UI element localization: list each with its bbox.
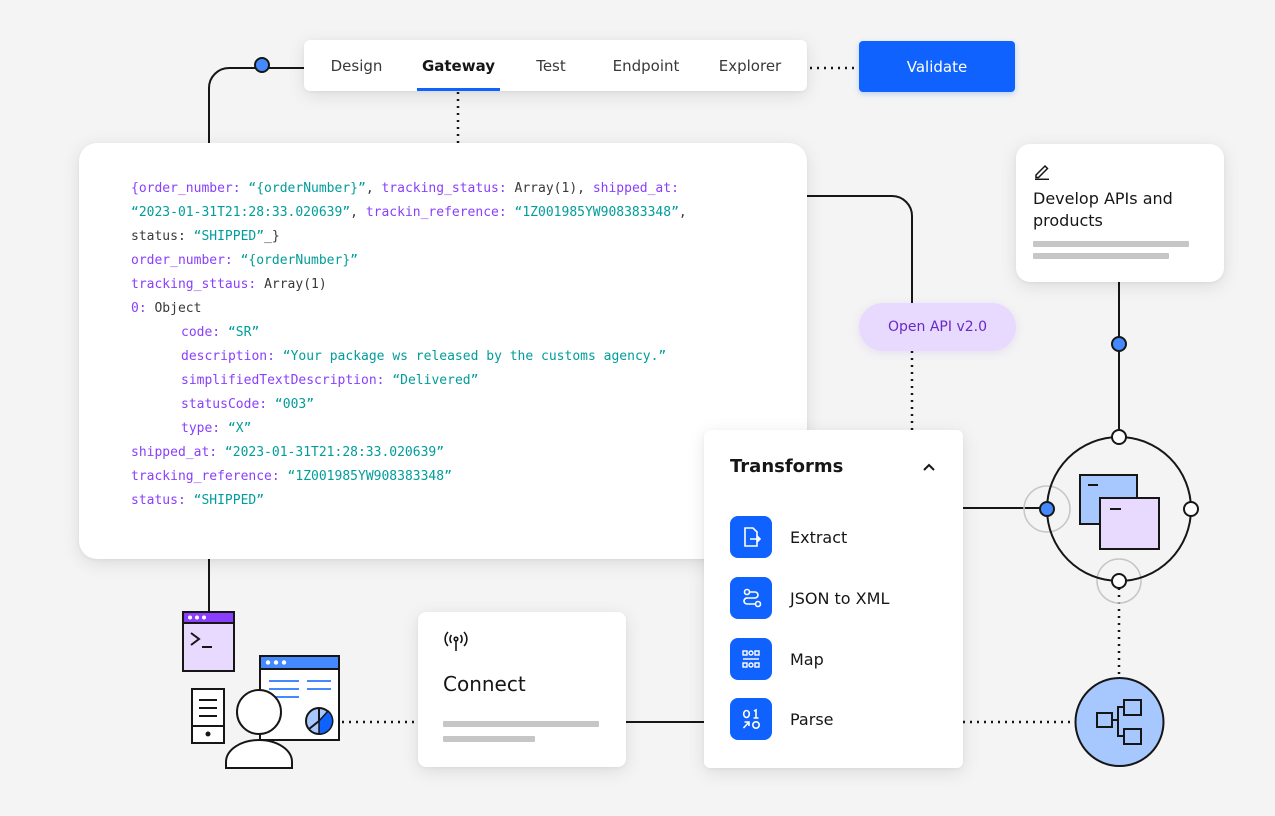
antenna-icon xyxy=(444,631,468,651)
tab-explorer[interactable]: Explorer xyxy=(718,56,782,75)
code-card: {order_number: “{orderNumber}”, tracking… xyxy=(79,143,807,559)
transform-label: JSON to XML xyxy=(790,589,890,608)
stacked-windows-icon xyxy=(1079,474,1160,550)
parse-icon xyxy=(730,698,772,740)
code-value: “Delivered” xyxy=(392,373,479,388)
code-value: “SHIPPED” xyxy=(193,493,265,508)
code-value: “2023-01-31T21:28:33.020639” xyxy=(131,205,351,220)
code-key: tracking_reference: xyxy=(131,469,288,484)
code-key: code: xyxy=(181,325,228,340)
code-value: “Your package ws released by the customs… xyxy=(282,349,667,364)
placeholder-bar xyxy=(443,736,535,742)
tab-design[interactable]: Design xyxy=(330,56,383,75)
chevron-up-icon xyxy=(923,463,935,471)
transform-item-map[interactable]: Map xyxy=(730,638,940,682)
code-value: “X” xyxy=(227,421,252,436)
code-line: shipped_at: “2023-01-31T21:28:33.020639” xyxy=(131,445,444,460)
collapse-button[interactable] xyxy=(916,454,942,480)
map-icon xyxy=(730,638,772,680)
code-key: {order_number: xyxy=(131,181,249,196)
transform-label: Parse xyxy=(790,710,834,729)
transform-label: Map xyxy=(790,650,824,669)
code-key: , xyxy=(350,205,366,220)
code-line: code: “SR” xyxy=(181,325,259,340)
validate-button[interactable]: Validate xyxy=(859,41,1015,92)
connect-title: Connect xyxy=(443,672,526,696)
code-line: status: “SHIPPED” xyxy=(131,493,264,508)
code-value: “SR” xyxy=(227,325,260,340)
develop-title: Develop APIs and products xyxy=(1033,189,1173,230)
transform-item-extract[interactable]: Extract xyxy=(730,516,940,560)
transform-item-json-to-xml[interactable]: JSON to XML xyxy=(730,577,940,621)
code-key: shipped_at: xyxy=(131,445,225,460)
code-key: statusCode: xyxy=(181,397,275,412)
code-value: “{orderNumber}” xyxy=(240,253,358,268)
placeholder-bar xyxy=(1033,241,1189,247)
transform-item-parse[interactable]: Parse xyxy=(730,698,940,742)
code-value: “2023-01-31T21:28:33.020639” xyxy=(224,445,445,460)
code-value: “SHIPPED” xyxy=(193,229,265,244)
server-icon xyxy=(191,688,225,744)
code-key: tracking_status: xyxy=(381,181,515,196)
transforms-title: Transforms xyxy=(730,456,844,477)
code-value: “1Z001985YW908383348” xyxy=(514,205,679,220)
transforms-panel: Transforms Extract JSON to XML xyxy=(704,430,963,768)
code-key: type: xyxy=(181,421,228,436)
code-key: _} xyxy=(264,229,280,244)
code-line: {order_number: “{orderNumber}”, tracking… xyxy=(131,181,679,196)
code-line: “2023-01-31T21:28:33.020639”, trackin_re… xyxy=(131,205,687,220)
code-key: description: xyxy=(181,349,283,364)
code-key: trackin_reference: xyxy=(365,205,515,220)
placeholder-bar xyxy=(443,721,599,727)
code-line: type: “X” xyxy=(181,421,251,436)
hierarchy-icon xyxy=(1074,677,1165,767)
transform-label: Extract xyxy=(790,528,848,547)
code-line: simplifiedTextDescription: “Delivered” xyxy=(181,373,478,388)
code-key: shipped_at: xyxy=(592,181,679,196)
tab-endpoint[interactable]: Endpoint xyxy=(612,56,680,75)
tab-gateway[interactable]: Gateway xyxy=(417,40,500,91)
develop-card[interactable]: Develop APIs and products xyxy=(1016,144,1224,282)
json-to-xml-icon xyxy=(730,577,772,619)
code-line: description: “Your package ws released b… xyxy=(181,349,666,364)
extract-icon xyxy=(730,516,772,558)
code-line: tracking_sttaus: Array(1) xyxy=(131,277,327,292)
code-key: order_number: xyxy=(131,253,241,268)
code-key: tracking_sttaus: xyxy=(131,277,265,292)
code-line: order_number: “{orderNumber}” xyxy=(131,253,358,268)
pencil-icon xyxy=(1035,164,1049,180)
terminal-window-icon xyxy=(182,611,235,672)
user-icon xyxy=(225,689,293,769)
code-key: simplifiedTextDescription: xyxy=(181,373,393,388)
tab-bar: Design Gateway Test Endpoint Explorer xyxy=(304,40,807,91)
code-key: status: xyxy=(131,493,194,508)
placeholder-bar xyxy=(1033,253,1169,259)
code-value: “{orderNumber}” xyxy=(248,181,366,196)
code-line: tracking_reference: “1Z001985YW908383348… xyxy=(131,469,452,484)
openapi-badge[interactable]: Open API v2.0 xyxy=(859,303,1016,351)
code-key: Object xyxy=(154,301,202,316)
code-key: , xyxy=(678,205,687,220)
code-line: status: “SHIPPED”_} xyxy=(131,229,280,244)
code-value: “1Z001985YW908383348” xyxy=(287,469,452,484)
code-key: Array(1) xyxy=(264,277,327,292)
connect-card[interactable]: Connect xyxy=(418,612,626,767)
code-key: status: xyxy=(131,229,194,244)
code-key: , xyxy=(365,181,382,196)
code-key: Array(1), xyxy=(514,181,593,196)
code-value: “003” xyxy=(274,397,315,412)
code-line: statusCode: “003” xyxy=(181,397,314,412)
tab-test[interactable]: Test xyxy=(536,56,566,75)
code-line: 0: Object xyxy=(131,301,201,316)
code-key: 0: xyxy=(131,301,155,316)
